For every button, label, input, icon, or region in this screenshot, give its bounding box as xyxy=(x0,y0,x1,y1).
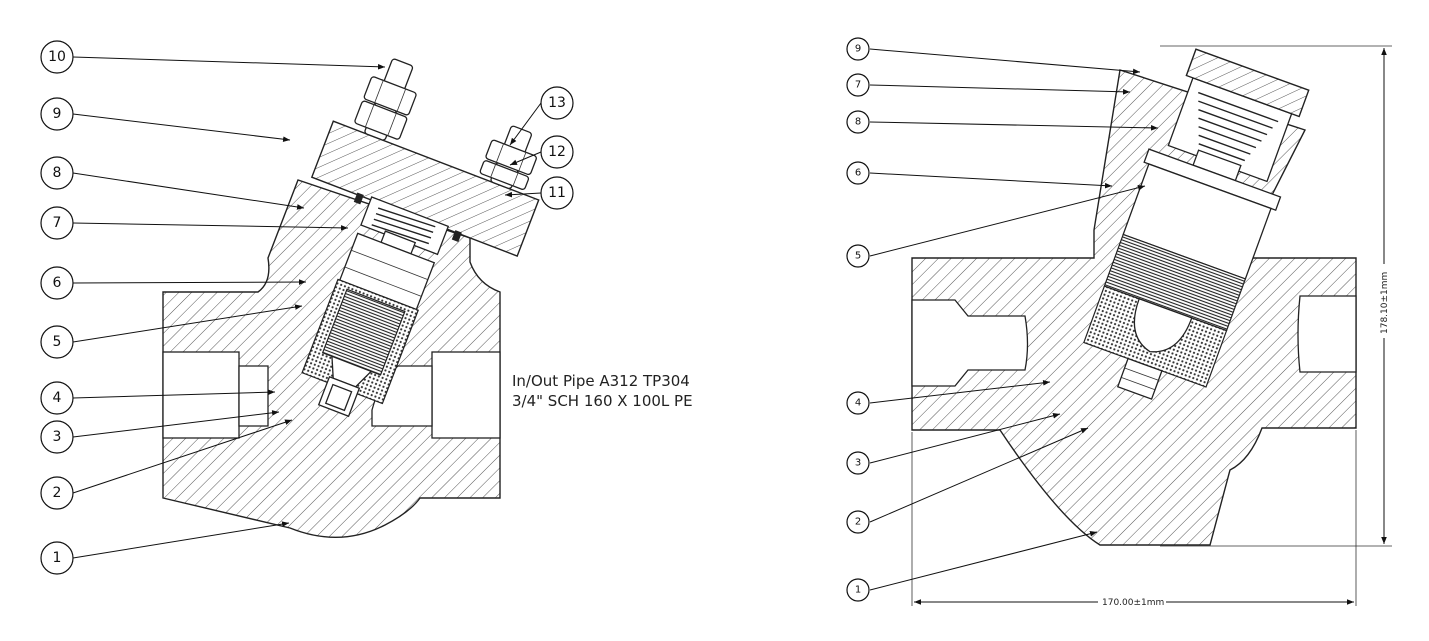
left-section-view: 10 9 8 7 6 5 4 3 2 1 13 12 11 In/Out Pip… xyxy=(40,40,693,575)
svg-text:9: 9 xyxy=(855,44,861,55)
left-balloon-4: 4 xyxy=(40,381,74,415)
right-balloon-7: 7 xyxy=(846,73,870,97)
svg-text:8: 8 xyxy=(53,165,62,181)
left-balloon-10: 10 xyxy=(40,40,74,74)
left-balloon-5: 5 xyxy=(40,325,74,359)
svg-text:4: 4 xyxy=(53,390,62,406)
svg-text:9: 9 xyxy=(53,106,62,122)
left-balloon-8: 8 xyxy=(40,156,74,190)
left-balloon-3: 3 xyxy=(40,420,74,454)
svg-text:2: 2 xyxy=(855,517,861,528)
right-outlet-bore xyxy=(1297,295,1357,373)
right-balloon-4: 4 xyxy=(846,391,870,415)
right-balloon-1: 1 xyxy=(846,578,870,602)
pipe-note-line-2: 3/4" SCH 160 X 100L PE xyxy=(512,392,693,410)
right-balloon-3: 3 xyxy=(846,451,870,475)
right-dim-height: 178.10±1mm xyxy=(1380,272,1390,334)
left-outlet-bore xyxy=(431,351,501,439)
svg-text:3: 3 xyxy=(53,429,62,445)
right-cover xyxy=(1185,48,1310,118)
svg-text:11: 11 xyxy=(548,185,566,201)
right-seat-insert xyxy=(1116,357,1163,400)
left-balloon-2: 2 xyxy=(40,476,74,510)
svg-text:12: 12 xyxy=(548,144,566,160)
svg-text:1: 1 xyxy=(53,550,62,566)
left-balloon-7: 7 xyxy=(40,206,74,240)
svg-text:1: 1 xyxy=(855,585,861,596)
left-gasket xyxy=(353,192,364,205)
right-balloon-6: 6 xyxy=(846,161,870,185)
left-tilted-assembly xyxy=(301,58,540,418)
left-balloon-6: 6 xyxy=(40,266,74,300)
svg-text:3: 3 xyxy=(855,458,861,469)
right-tilted-assembly xyxy=(1083,48,1310,400)
svg-text:5: 5 xyxy=(855,251,861,262)
left-nut-2a xyxy=(485,139,537,176)
left-nut-2b xyxy=(479,160,530,190)
left-balloon-11: 11 xyxy=(540,176,574,210)
svg-text:10: 10 xyxy=(48,49,66,65)
svg-text:6: 6 xyxy=(855,168,861,179)
left-balloon-13: 13 xyxy=(540,86,574,120)
right-section-view: 170.00±1mm 178.10±1mm 9 7 8 6 5 4 3 2 1 xyxy=(846,37,1392,608)
left-balloon-9: 9 xyxy=(40,97,74,131)
right-disc xyxy=(1133,297,1193,353)
svg-text:4: 4 xyxy=(855,398,861,409)
right-dim-width: 170.00±1mm xyxy=(1102,598,1164,608)
svg-text:7: 7 xyxy=(53,215,62,231)
svg-text:7: 7 xyxy=(855,80,861,91)
svg-text:2: 2 xyxy=(53,485,62,501)
left-balloon-1: 1 xyxy=(40,541,74,575)
left-spring xyxy=(371,207,436,245)
right-inlet-bore xyxy=(911,299,1029,387)
right-balloon-8: 8 xyxy=(846,110,870,134)
left-nut-1b xyxy=(354,100,408,140)
svg-text:5: 5 xyxy=(53,334,62,350)
right-balloon-9: 9 xyxy=(846,37,870,61)
right-balloon-5: 5 xyxy=(846,244,870,268)
right-balloon-2: 2 xyxy=(846,510,870,534)
left-balloon-12: 12 xyxy=(540,135,574,169)
left-nut-1a xyxy=(363,76,417,116)
right-bellows xyxy=(1198,91,1279,162)
svg-text:6: 6 xyxy=(53,275,62,291)
pipe-note-line-1: In/Out Pipe A312 TP304 xyxy=(512,372,690,390)
svg-text:8: 8 xyxy=(855,117,861,128)
svg-text:13: 13 xyxy=(548,95,566,111)
